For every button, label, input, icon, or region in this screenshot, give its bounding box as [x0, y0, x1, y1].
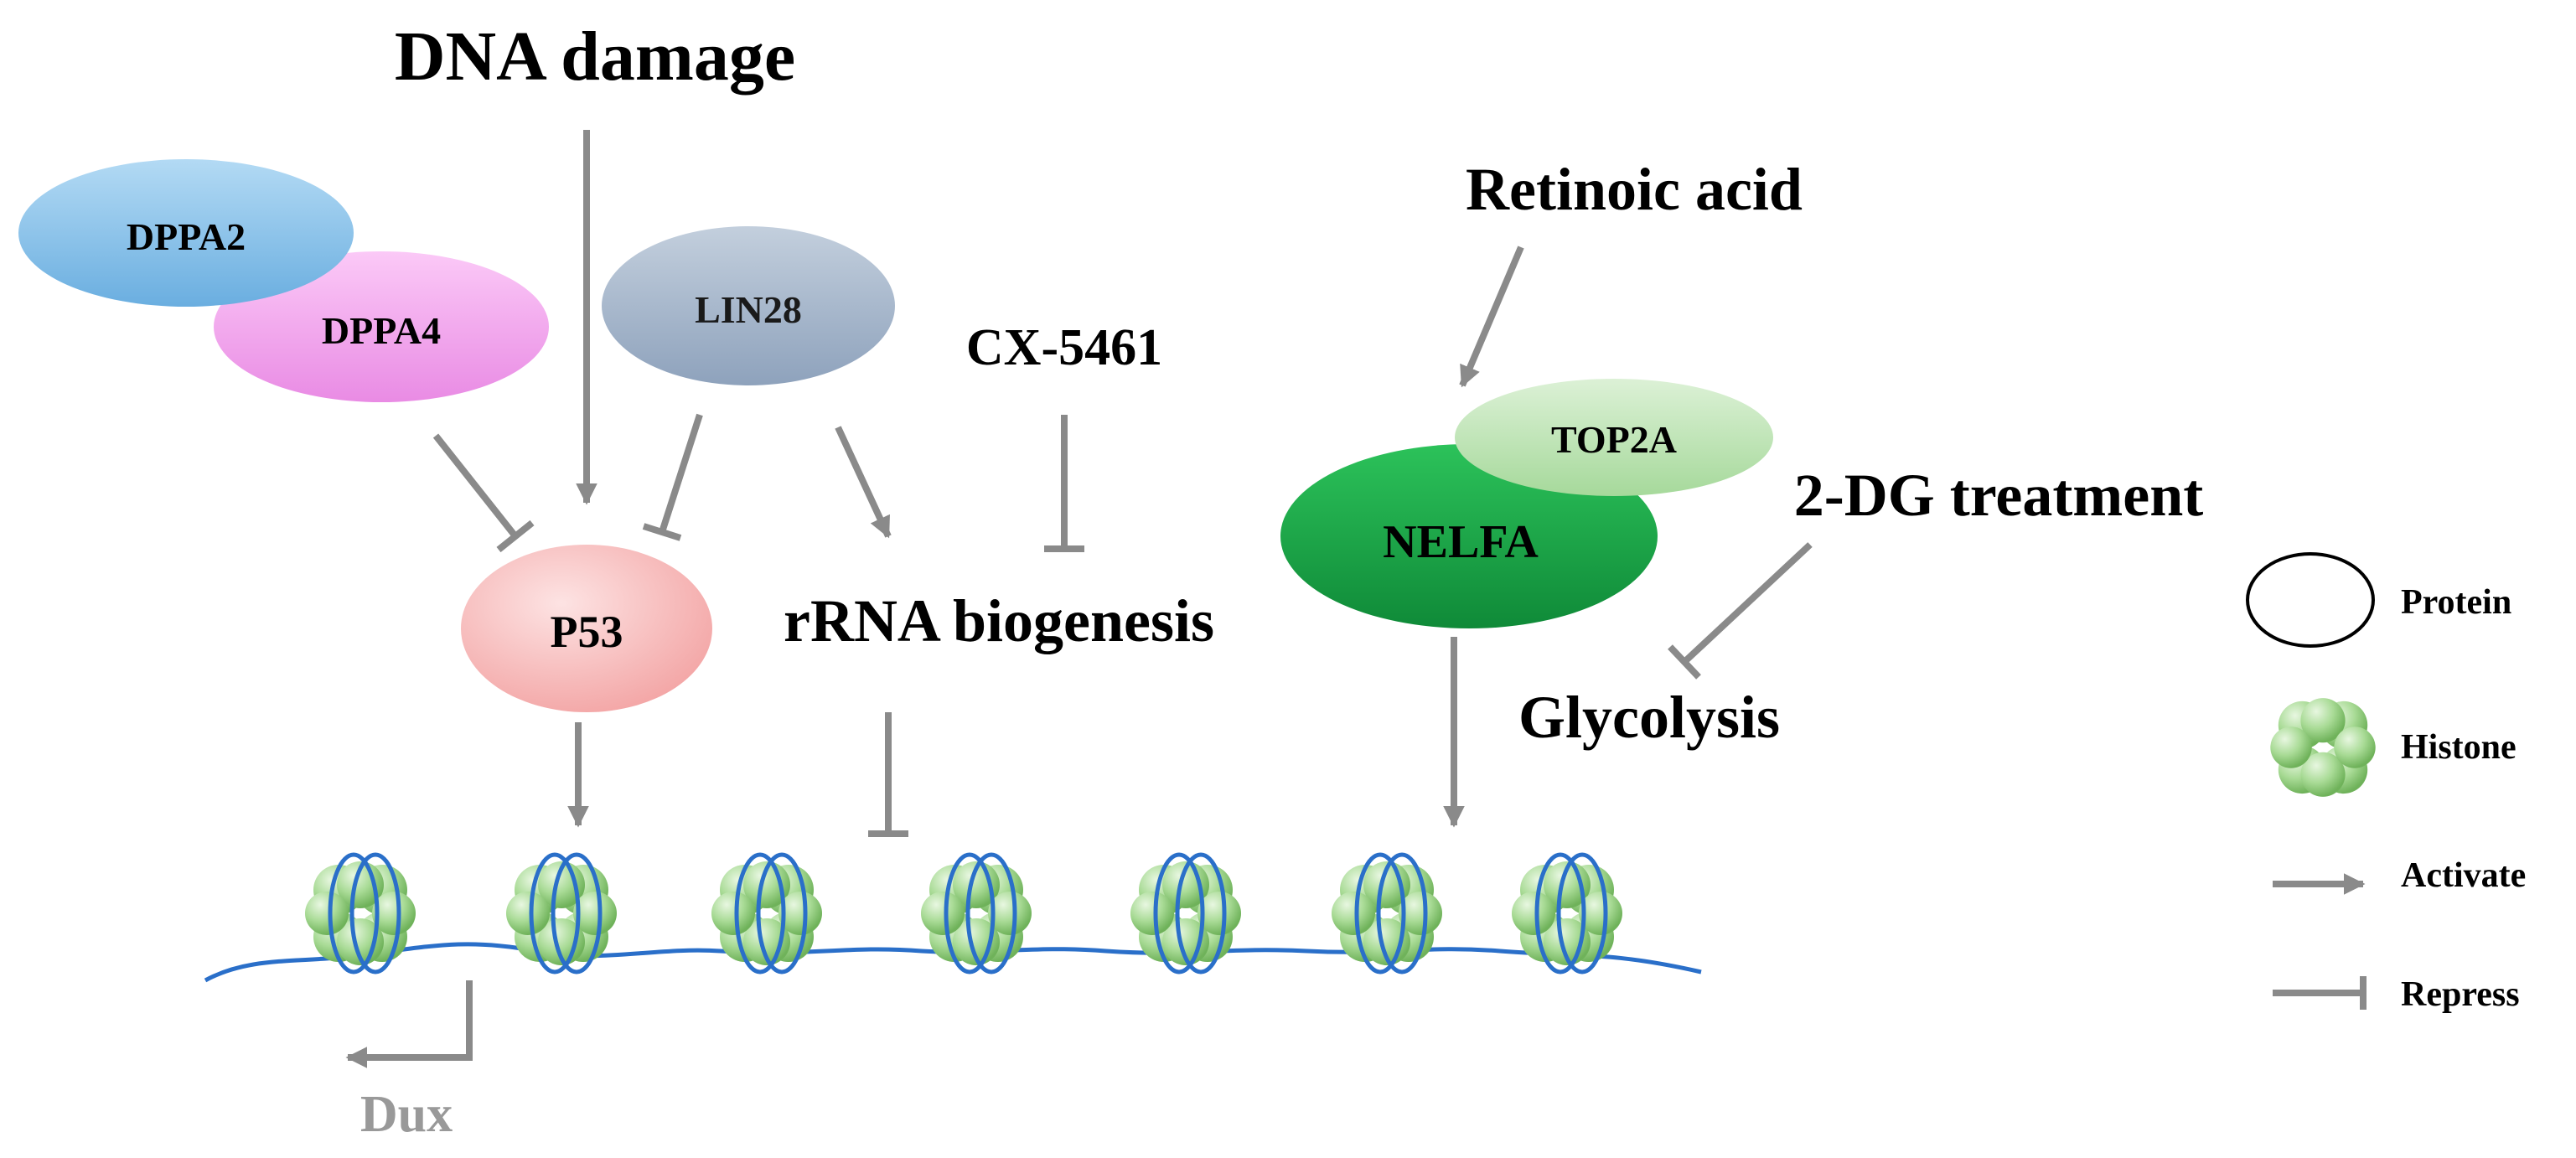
retinoic-acid-activates-top2a	[1459, 246, 1524, 388]
legend-protein-symbol	[2246, 552, 2375, 648]
top2a-protein: TOP2A	[1455, 379, 1773, 496]
repress-bar	[1668, 644, 1701, 680]
nucleosome-1	[305, 852, 416, 974]
svg-text:NELFA: NELFA	[1383, 516, 1539, 568]
cx5461-label: CX-5461	[966, 319, 1162, 376]
p53-protein: P53	[461, 545, 712, 712]
dppa4-protein: DPPA4	[214, 251, 549, 402]
svg-text:DPPA2: DPPA2	[127, 215, 246, 258]
legend-protein-label: Protein	[2401, 583, 2511, 622]
retinoic-acid-label: Retinoic acid	[1466, 156, 1803, 223]
nucleosome-4	[921, 852, 1032, 974]
lin28-activates-rrna	[835, 426, 892, 539]
nucleosome-3	[711, 852, 822, 974]
nucleosome-2	[506, 852, 617, 974]
dux-transcription-arrow	[345, 980, 473, 1068]
svg-text:P53: P53	[551, 607, 623, 657]
nucleosome-5	[1130, 852, 1241, 974]
dna-strand	[204, 942, 1702, 983]
repress-bar	[496, 520, 535, 553]
dppa2-protein: DPPA2	[18, 159, 354, 307]
legend: Protein Histone Activate Repress	[2246, 552, 2526, 1014]
svg-text:DPPA4: DPPA4	[322, 309, 441, 352]
two-dg-represses-glycolysis	[1682, 542, 1813, 664]
legend-histone-label: Histone	[2401, 728, 2517, 767]
svg-text:TOP2A: TOP2A	[1551, 418, 1677, 461]
dna-damage-label: DNA damage	[395, 18, 795, 96]
dppa4-represses-p53	[432, 433, 519, 539]
nucleosome-6	[1332, 852, 1442, 974]
lin28-represses-p53	[659, 413, 703, 534]
nucleosome-7	[1512, 852, 1622, 974]
rrna-biogenesis-label: rRNA biogenesis	[784, 587, 1214, 654]
lin28-protein: LIN28	[602, 226, 895, 385]
glycolysis-label: Glycolysis	[1518, 684, 1780, 751]
legend-repress-label: Repress	[2401, 975, 2520, 1014]
two-dg-label: 2-DG treatment	[1794, 462, 2204, 529]
repress-bar	[642, 523, 682, 541]
dux-label: Dux	[360, 1086, 453, 1143]
svg-text:LIN28: LIN28	[695, 288, 802, 331]
legend-activate-label: Activate	[2401, 856, 2526, 895]
legend-histone-symbol	[2270, 698, 2376, 797]
